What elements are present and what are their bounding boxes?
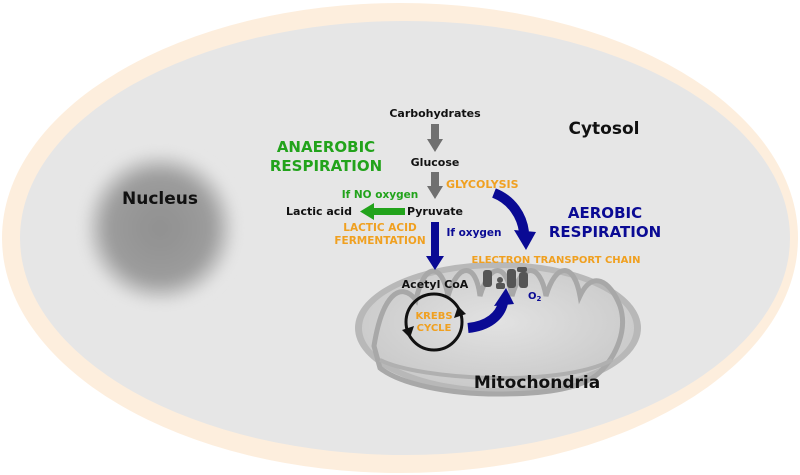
carbohydrates-label: Carbohydrates — [389, 107, 481, 120]
mitochondria-label: Mitochondria — [474, 373, 600, 393]
lactic-acid-label: Lactic acid — [286, 205, 352, 218]
lactic-fermentation-line2: FERMENTATION — [334, 235, 425, 247]
pyruvate-label: Pyruvate — [407, 205, 463, 218]
arrow-glucose-to-pyruvate — [427, 172, 443, 199]
oxygen-label: O2 — [528, 291, 542, 303]
nucleus — [85, 153, 235, 303]
cytosol-label: Cytosol — [569, 119, 640, 139]
aerobic-title-line2: RESPIRATION — [549, 223, 661, 241]
anaerobic-title-line1: ANAEROBIC — [277, 138, 375, 156]
arrow-glycolysis-to-etc — [491, 188, 536, 250]
krebs-cycle-line1: KREBS — [415, 311, 452, 322]
krebs-cycle-circle — [402, 292, 466, 352]
nucleus-label: Nucleus — [122, 189, 198, 209]
aerobic-title-line1: AEROBIC — [568, 204, 642, 222]
arrow-pyruvate-to-acetyl-coa — [426, 222, 444, 270]
if-no-oxygen-label: If NO oxygen — [342, 189, 418, 201]
acetyl-coa-label: Acetyl CoA — [402, 278, 469, 291]
glucose-label: Glucose — [411, 156, 460, 169]
lactic-fermentation-line1: LACTIC ACID — [343, 222, 417, 234]
arrow-krebs-to-etc — [467, 288, 514, 333]
anaerobic-title-line2: RESPIRATION — [270, 157, 382, 175]
if-oxygen-label: If oxygen — [446, 227, 501, 239]
etc-protein-complexes — [483, 267, 528, 289]
krebs-cycle-line2: CYCLE — [417, 323, 452, 334]
arrow-carbohydrates-to-glucose — [427, 124, 443, 152]
etc-label: ELECTRON TRANSPORT CHAIN — [472, 255, 641, 266]
arrow-pyruvate-to-lactic-acid — [360, 203, 405, 220]
glycolysis-label: GLYCOLYSIS — [446, 178, 519, 191]
